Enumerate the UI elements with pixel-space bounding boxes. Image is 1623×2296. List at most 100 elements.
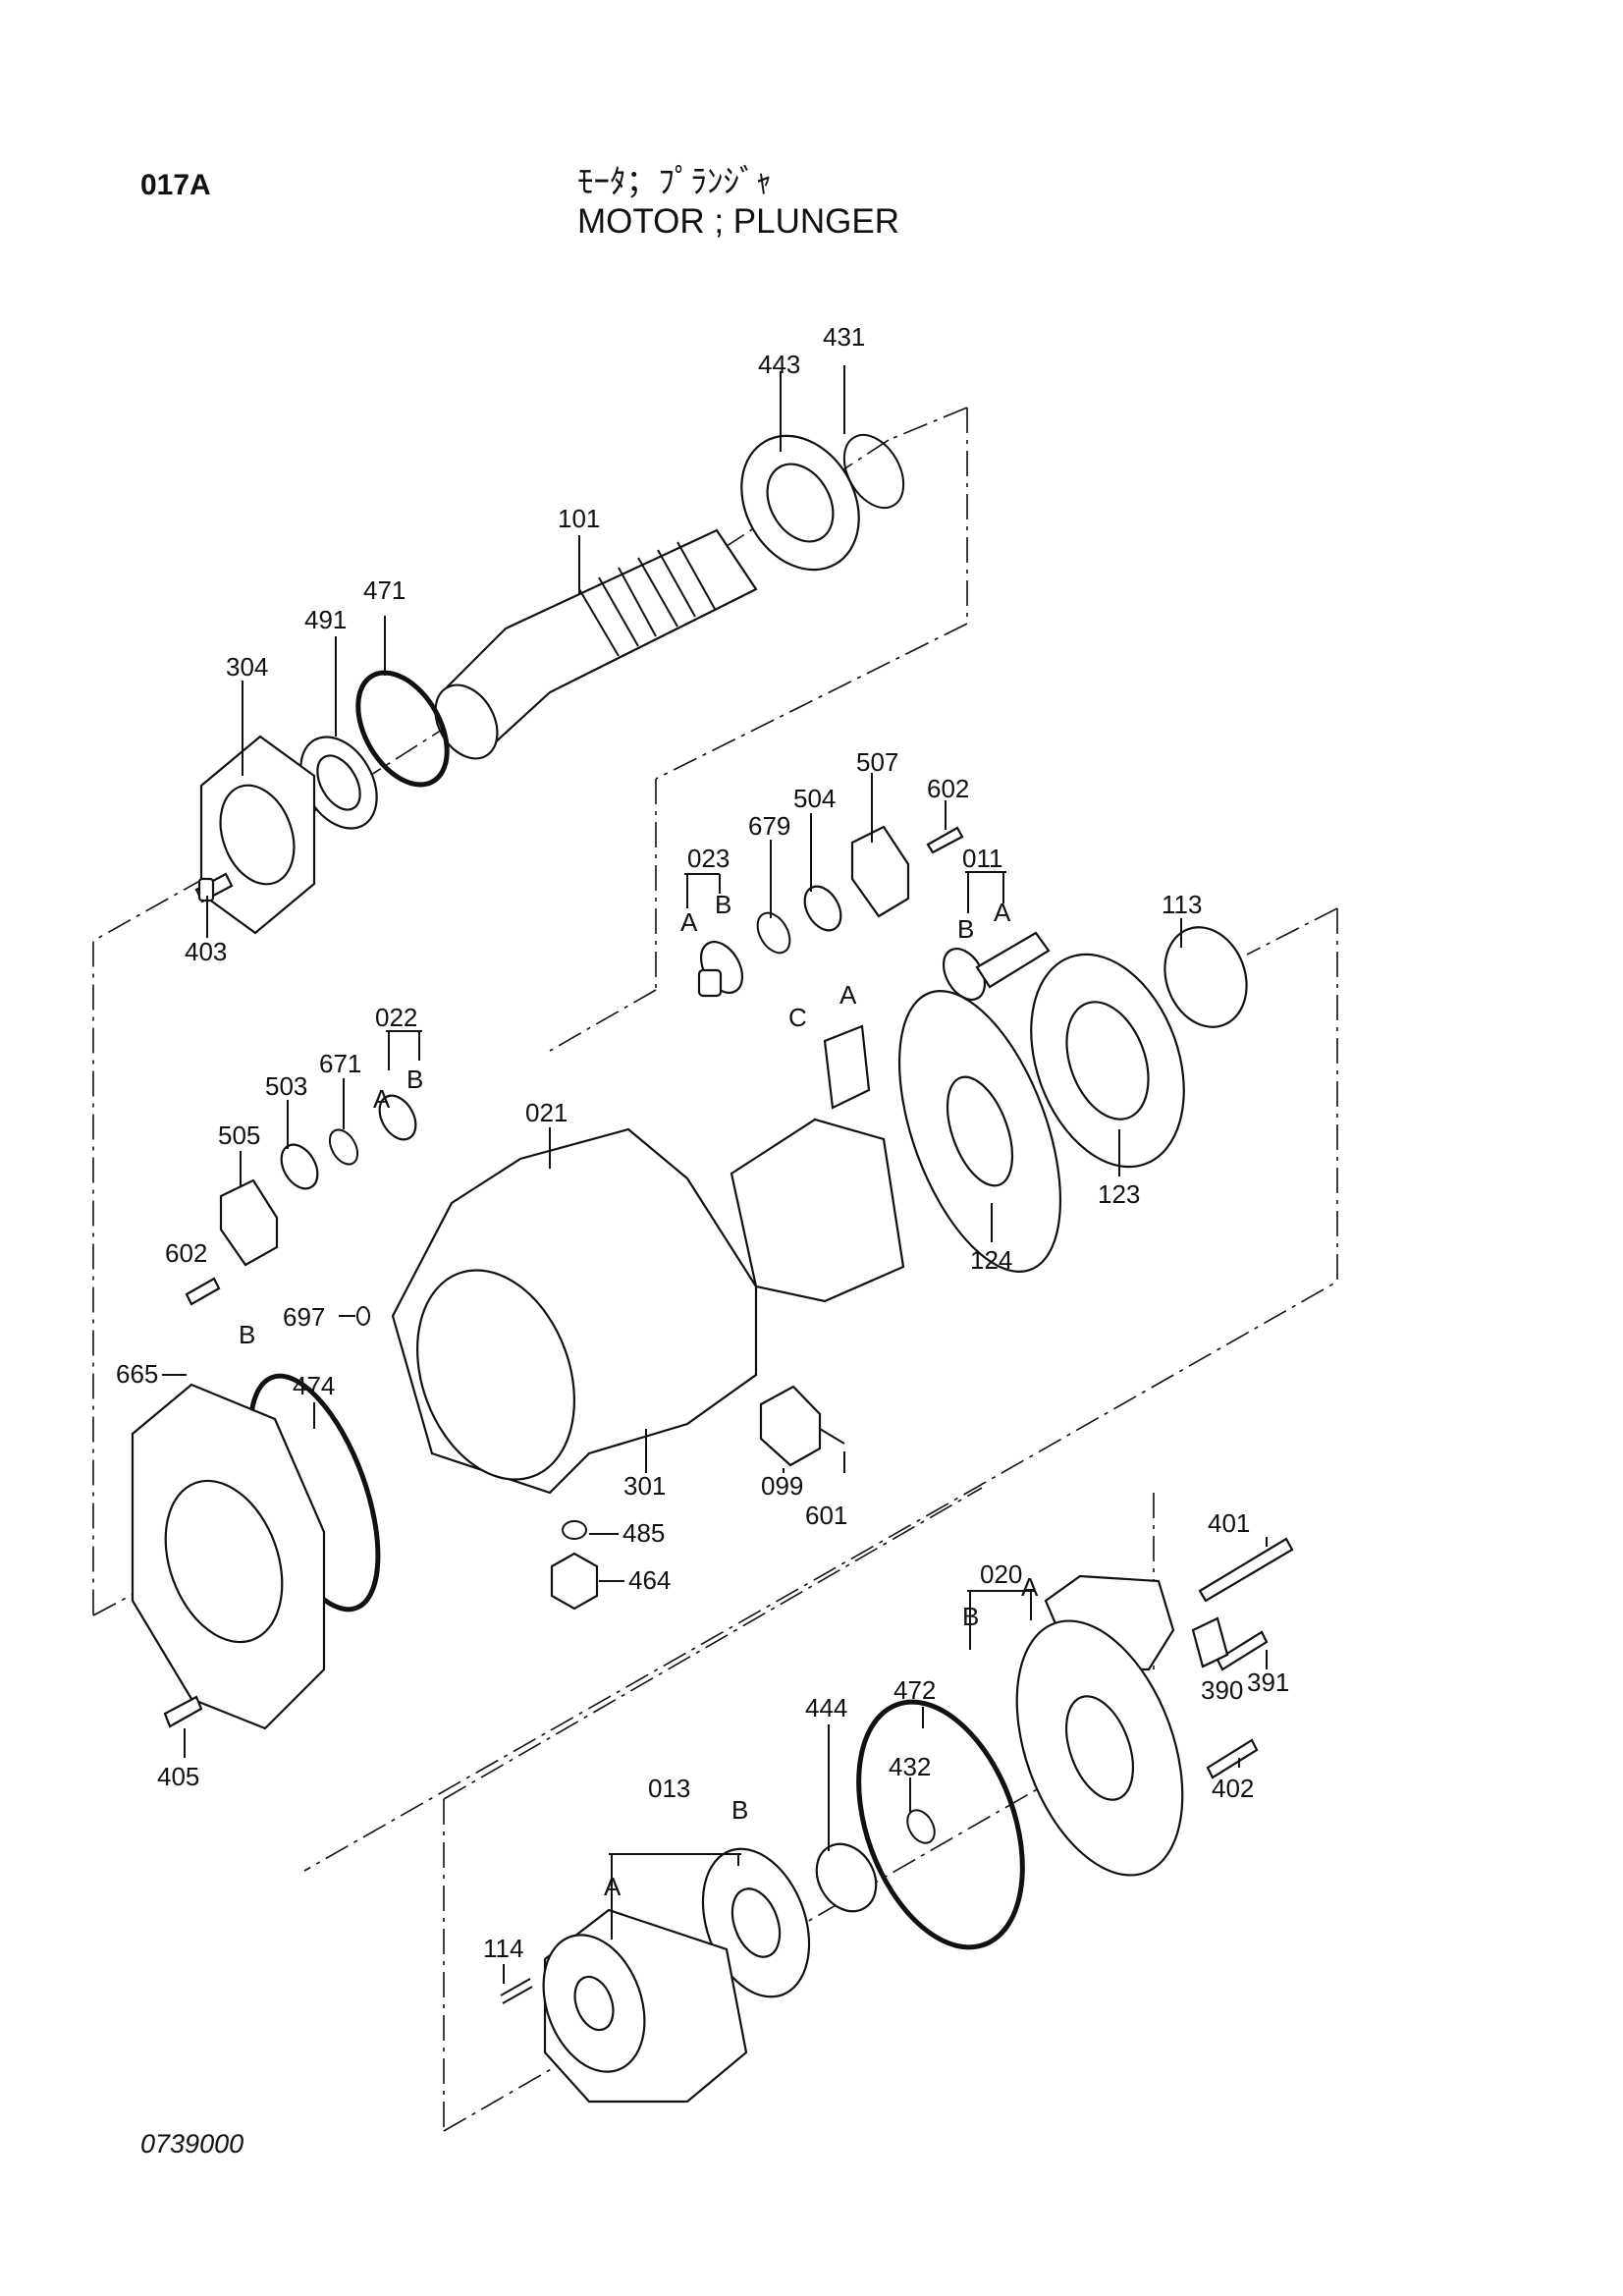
part-valve-block-020 [1015,1574,1184,1877]
callout-471: 471 [363,575,406,605]
drawing-number: 0739000 [140,2129,244,2159]
part-plug-464 [550,1552,599,1611]
letter-link-b: B [239,1320,255,1349]
part-plug-504 [803,885,842,932]
part-shaft-101 [434,528,758,760]
part-bolt-602-top [926,826,964,854]
leader-lines [162,365,1268,1984]
part-snap-ring-431 [842,434,905,509]
callout-022: 022 [375,1003,417,1032]
callout-402: 402 [1212,1774,1254,1803]
callout-124: 124 [970,1245,1012,1275]
letter-c: C [788,1003,807,1032]
callout-labels: 431 443 101 471 491 304 403 507 602 504 … [116,322,1289,1963]
callout-443: 443 [758,350,800,379]
part-bolt-403 [194,872,234,903]
letter-011-b: B [957,914,974,944]
callout-504: 504 [793,784,836,813]
part-oring-697 [356,1306,370,1326]
callout-697: 697 [283,1302,325,1332]
title-japanese: ﾓｰﾀ；ﾌﾟﾗﾝｼﾞｬ [577,162,772,200]
part-plate-507 [850,825,910,918]
callout-123: 123 [1098,1179,1140,1209]
callout-464: 464 [628,1565,671,1595]
part-oring-472 [856,1699,1025,1950]
callout-444: 444 [805,1693,847,1722]
part-valve-011 [942,931,1051,1001]
part-plate-124 [897,990,1062,1273]
part-bolt-391 [1216,1630,1269,1671]
part-swash-021-link [730,1024,905,1303]
callout-472: 472 [893,1675,936,1705]
part-bolt-402 [1206,1738,1259,1779]
part-plate-390 [1191,1616,1229,1668]
part-snap-ring-432 [906,1809,936,1844]
callout-021: 021 [525,1098,568,1127]
callout-505: 505 [218,1121,260,1150]
callout-602-left: 602 [165,1238,207,1268]
part-bearing-444 [815,1842,878,1913]
part-screw-601 [819,1428,845,1445]
part-oring-671 [328,1128,359,1166]
part-bolt-602-left [185,1277,221,1306]
callout-602-top: 602 [927,774,969,803]
callout-304: 304 [226,652,268,682]
part-cover-304 [199,735,316,935]
callout-405: 405 [157,1762,199,1791]
part-valve-023 [697,941,744,998]
callout-679: 679 [748,811,790,841]
part-seal-491 [299,736,378,830]
title-english: MOTOR ; PLUNGER [577,202,900,241]
part-oring-485 [562,1520,587,1540]
letter-022-a: A [373,1084,391,1114]
callout-431: 431 [823,322,865,352]
letter-023-b: B [715,890,731,919]
letter-023-a: A [680,907,698,937]
callout-403: 403 [185,937,227,966]
letter-link-a: A [839,980,857,1010]
part-bearing-443 [740,434,860,572]
callout-491: 491 [304,605,347,634]
callout-507: 507 [856,747,898,777]
callout-113: 113 [1162,890,1202,919]
callout-432: 432 [889,1752,931,1781]
part-bolt-401 [1198,1537,1294,1603]
part-plate-123 [1030,953,1185,1169]
callout-485: 485 [622,1518,665,1548]
callout-401: 401 [1208,1508,1250,1538]
callout-503: 503 [265,1071,307,1101]
callout-391: 391 [1247,1667,1289,1697]
sub-part-letters: A B B A C A A B B B A A B [239,890,1039,1901]
letter-013-a: A [604,1872,622,1901]
letter-011-a: A [994,898,1011,927]
page-code: 017A [140,169,211,201]
part-casing-301 [391,1127,758,1495]
callout-101: 101 [558,504,600,533]
part-retainer-113 [1163,926,1248,1028]
callout-114: 114 [483,1934,523,1963]
callout-301: 301 [623,1471,666,1501]
part-plate-505 [219,1178,279,1267]
callout-099: 099 [761,1471,803,1501]
part-plug-503 [280,1143,319,1190]
callout-023: 023 [687,844,730,873]
letter-022-b: B [406,1065,423,1094]
callout-390: 390 [1201,1675,1243,1705]
letter-013-b: B [731,1795,748,1825]
part-flange-665 [131,1383,326,1730]
callout-601: 601 [805,1501,847,1530]
callout-013: 013 [648,1774,690,1803]
letter-020-a: A [1021,1572,1039,1602]
part-cylinder-block-013a [542,1908,748,2104]
part-oring-679 [756,911,791,955]
part-valve-022 [378,1094,417,1141]
callout-665: 665 [116,1359,158,1389]
callout-011: 011 [962,844,1002,873]
part-bolt-405 [163,1695,203,1728]
callout-020: 020 [980,1559,1022,1589]
part-block-099 [759,1385,822,1467]
part-oring-471 [355,670,450,788]
part-spring-114 [500,1978,533,2004]
callout-671: 671 [319,1049,361,1078]
